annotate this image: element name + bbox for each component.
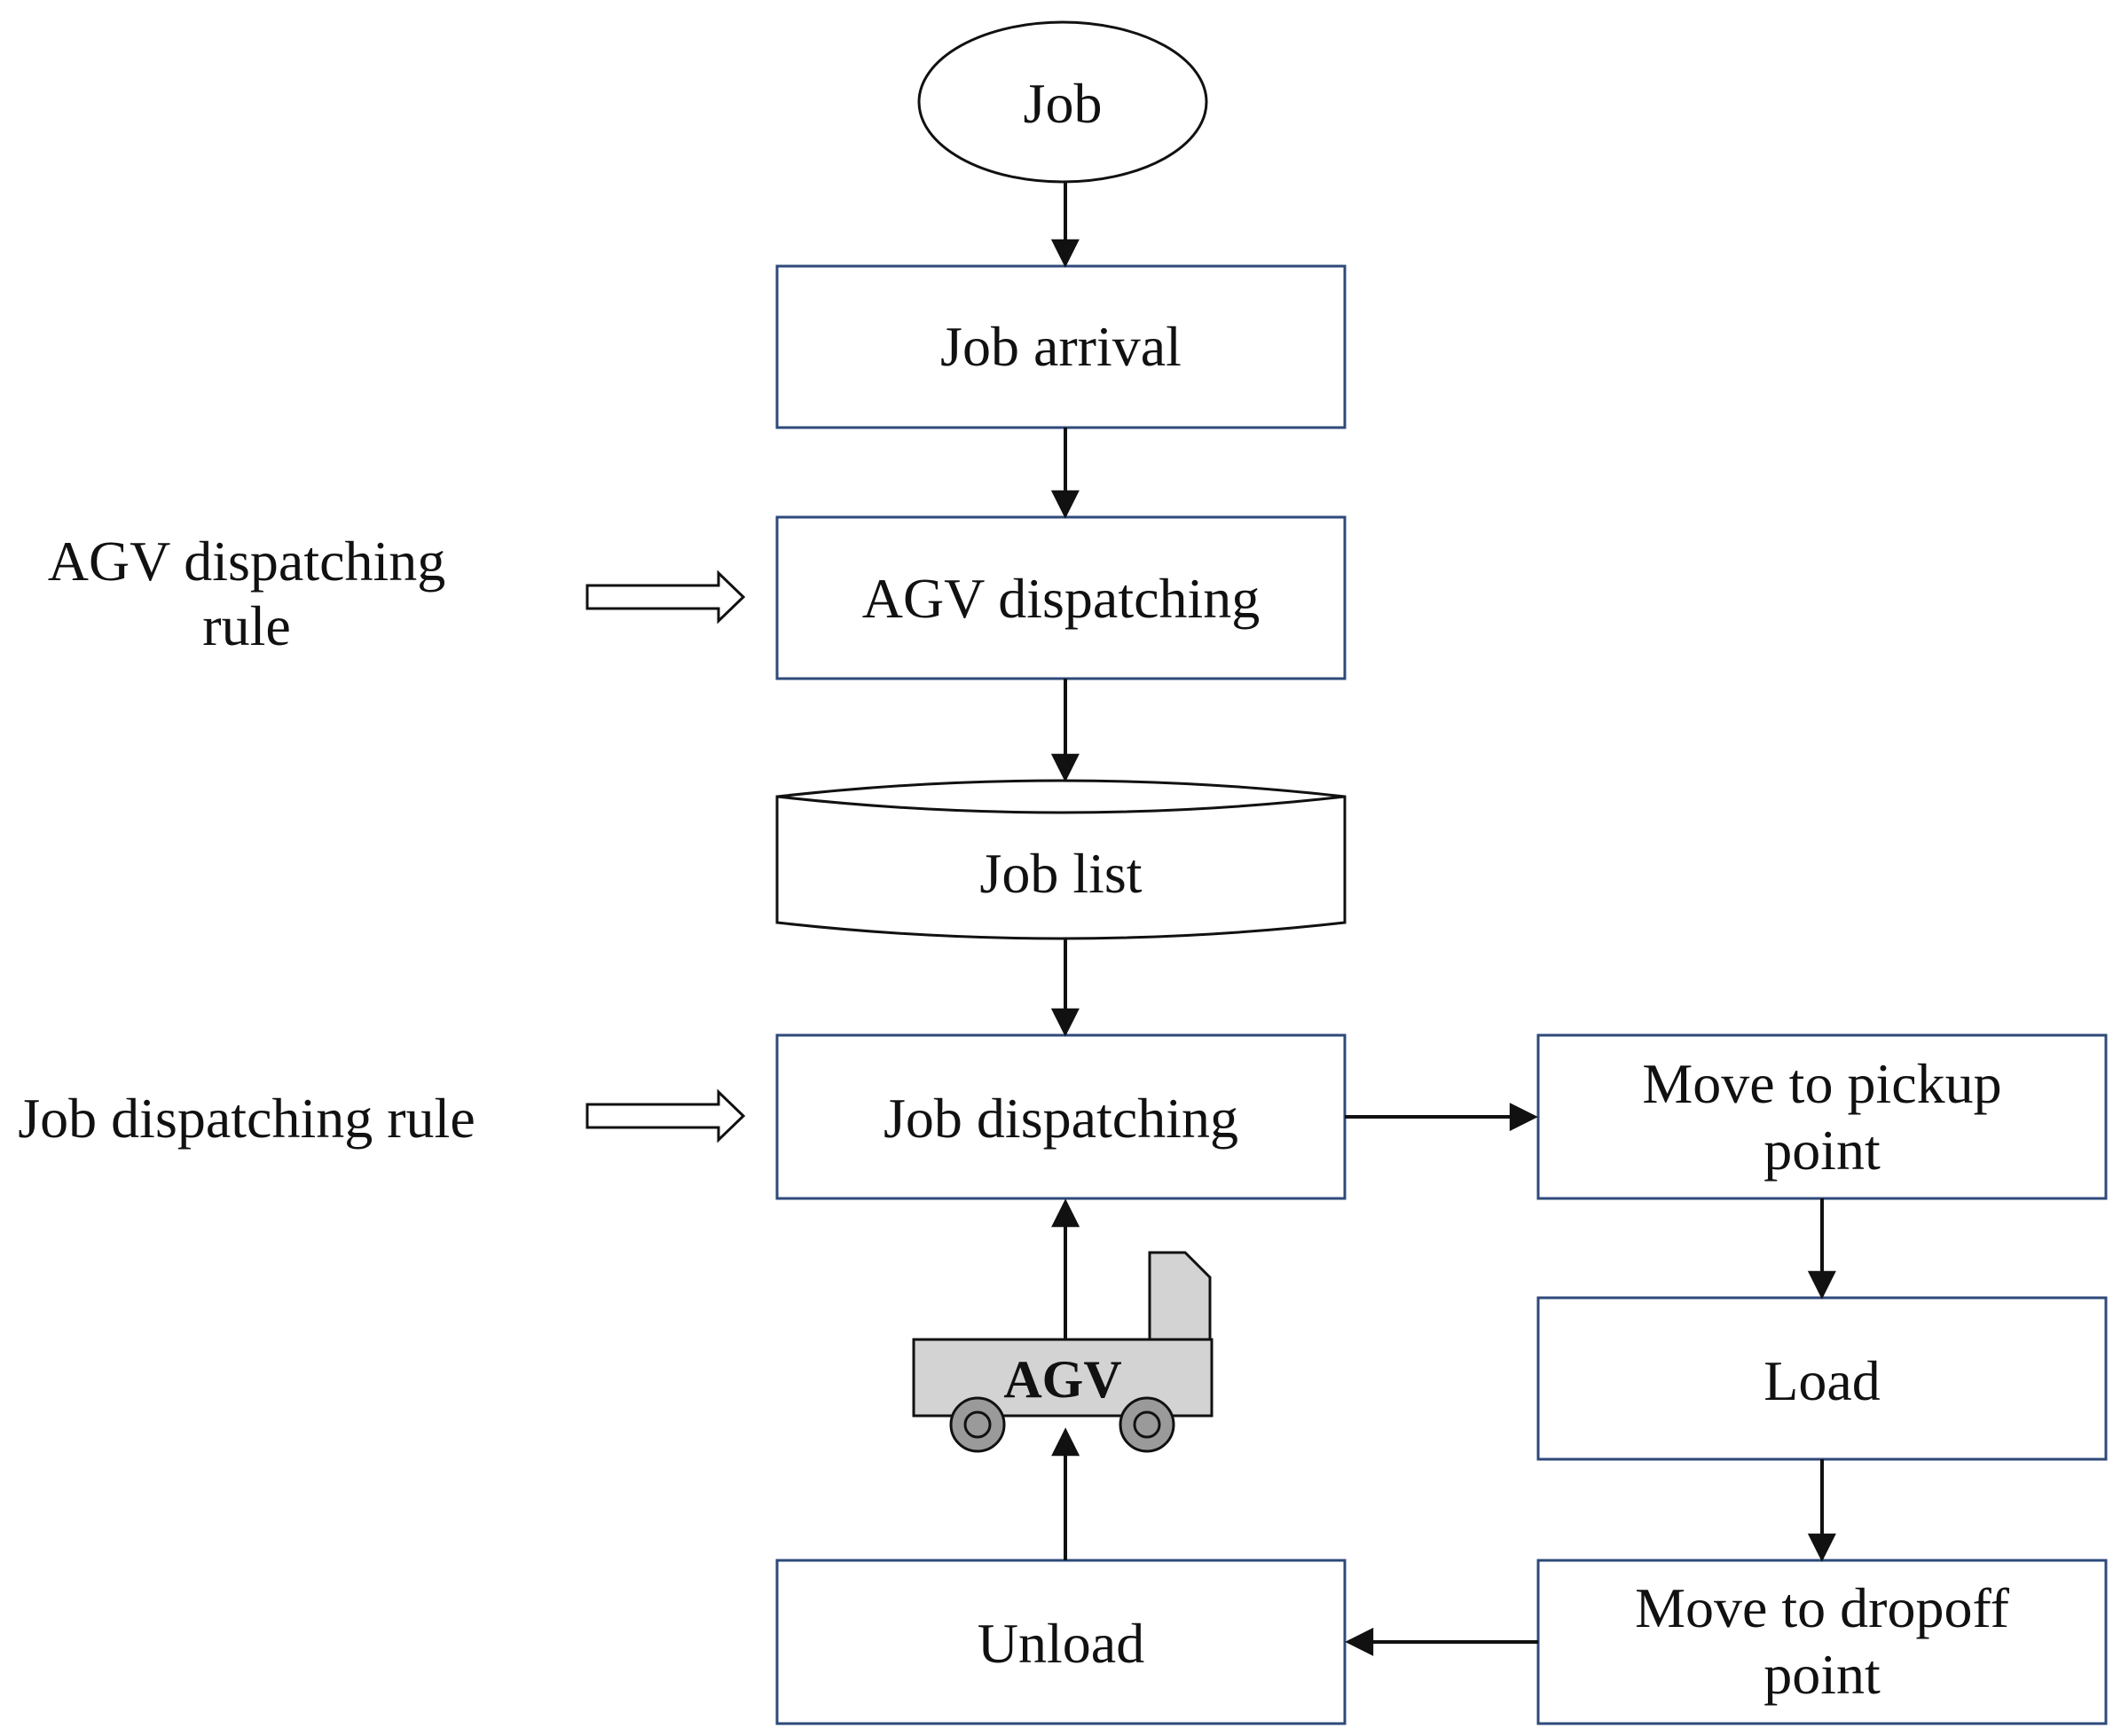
job-rule-label: Job dispatching rule [18,1087,475,1150]
job-list-cylinder-top [776,795,1346,814]
agv-rule-label-line1: AGV dispatching [48,530,446,593]
unload-node: Unload [775,1559,1347,1725]
job-dispatching-label: Job dispatching [884,1087,1238,1150]
load-node: Load [1536,1296,2108,1461]
job-start-node: Job [917,20,1208,184]
unload-box [775,1559,1347,1725]
agv-dispatching-label: AGV dispatching [862,567,1261,630]
move-dropoff-label-line1: Move to dropoff [1635,1576,2010,1639]
job-rule-input: Job dispatching rule [18,1087,475,1150]
agv-rear-wheel-icon [1119,1396,1175,1453]
job-dispatching-box [775,1033,1347,1200]
agv-vehicle: AGV [912,1251,1214,1453]
job-start-ellipse [917,20,1208,184]
move-pickup-label-line1: Move to pickup [1642,1052,2001,1115]
agv-rule-block-arrow [585,570,746,624]
agv-rule-input: AGV dispatching rule [48,530,446,657]
move-dropoff-box [1536,1559,2108,1725]
agv-dispatching-node: AGV dispatching [775,515,1347,680]
job-arrival-node: Job arrival [775,264,1347,429]
move-pickup-label-line2: point [1763,1119,1881,1182]
load-box [1536,1296,2108,1461]
agv-front-wheel-icon [949,1396,1006,1453]
unload-label: Unload [978,1612,1144,1675]
job-list-cylinder-body [775,779,1347,940]
agv-rule-label-line2: rule [202,594,291,657]
move-pickup-node: Move to pickup point [1536,1033,2108,1200]
agv-cab-icon [1148,1251,1212,1341]
job-list-label: Job list [979,842,1142,905]
job-list-node: Job list [775,779,1347,940]
move-pickup-box [1536,1033,2108,1200]
agv-label: AGV [1003,1350,1121,1409]
job-arrival-label: Job arrival [940,315,1182,378]
load-label: Load [1763,1349,1881,1412]
job-rule-block-arrow [585,1088,746,1143]
job-arrival-box [775,264,1347,429]
move-dropoff-label-line2: point [1763,1643,1881,1706]
job-dispatching-node: Job dispatching [775,1033,1347,1200]
job-start-label: Job [1024,72,1103,135]
move-dropoff-node: Move to dropoff point [1536,1559,2108,1725]
